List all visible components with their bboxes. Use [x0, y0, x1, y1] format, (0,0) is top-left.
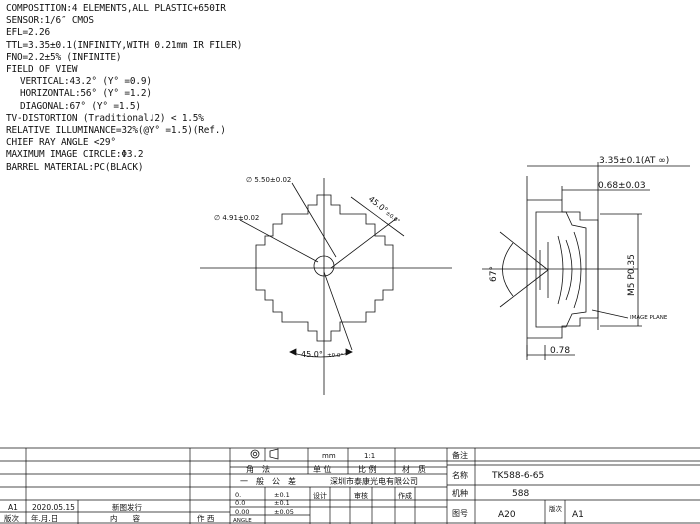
spec-illuminance: RELATIVE ILLUMINANCE=32%(@Y° =1.5)(Ref.) — [6, 125, 226, 137]
spec-fov-horizontal: HORIZONTAL:56° (Y° =1.2) — [20, 88, 152, 100]
drawing-no-label: 图号 — [452, 509, 468, 518]
spec-sensor: SENSOR:1/6″ CMOS — [6, 15, 94, 27]
rev-header-content: 内 容 — [110, 513, 140, 523]
angle-top-group: 45.0° ±0.0° — [367, 194, 401, 225]
lens-surface-1 — [573, 231, 582, 309]
spec-fov-heading: FIELD OF VIEW — [6, 64, 78, 76]
angle-arc-top-line — [350, 196, 405, 237]
header-material: 材 质 — [402, 464, 426, 474]
side-view — [482, 162, 690, 360]
spec-fov-diagonal: DIAGONAL:67° (Y° =1.5) — [20, 100, 141, 112]
spec-barrel-material: BARREL MATERIAL:PC(BLACK) — [6, 161, 144, 173]
drawing-no-value: A20 — [498, 510, 516, 520]
review-label: 审核 — [354, 491, 368, 500]
spec-fno: FNO=2.2±5% (INFINITE) — [6, 51, 122, 63]
arrow-bottom-right — [345, 348, 353, 356]
rev-date: 2020.05.15 — [32, 503, 75, 512]
spec-fov-vertical: VERTICAL:43.2° (Y° =0.9) — [20, 76, 152, 88]
company-name: 深圳市泰康光电有限公司 — [330, 476, 418, 486]
tol-val-3: ±0.05 — [274, 508, 294, 516]
rev-header-date: 年.月.日 — [31, 513, 58, 523]
lens-stack — [535, 211, 587, 328]
leader-outer-diameter — [291, 182, 337, 258]
header-angle: 角 法 — [246, 464, 270, 474]
spec-efl: EFL=2.26 — [6, 27, 50, 39]
angle-ext-bottom — [323, 271, 353, 351]
angle-ext-top — [330, 217, 398, 269]
unit-mm: mm — [322, 452, 336, 460]
tol-key-1: 0. — [235, 491, 241, 499]
inner-diameter-label: ∅ 4.91±0.02 — [214, 214, 259, 222]
ttl-dim-label: 3.35±0.1(AT ∞) — [599, 156, 669, 166]
name-value: TK588-6-65 — [491, 471, 544, 481]
spec-ttl: TTL=3.35±0.1(INFINITY,WITH 0.21mm IR FIL… — [6, 39, 243, 51]
rev-content: 新图发行 — [112, 502, 142, 512]
header-unit: 单 位 — [313, 464, 332, 474]
thread-dim-label: M5 P0.35 — [627, 254, 637, 296]
version-value: A1 — [572, 510, 584, 520]
version-label: 版次 — [549, 504, 563, 513]
angle-bottom-tolerance: ±0.0° — [327, 353, 343, 359]
flange-dim-label: 0.68±0.03 — [598, 181, 646, 191]
tolerance-header: 一 般 公 差 — [240, 476, 296, 486]
fov-ray-top — [499, 231, 549, 271]
note-label: 备注 — [452, 450, 468, 460]
bottom-dim-label: 0.78 — [550, 346, 570, 356]
arrow-bottom-left — [289, 348, 297, 356]
name-label: 名称 — [452, 470, 468, 480]
outer-diameter-label: ∅ 5.50±0.02 — [246, 176, 291, 184]
rev-ver: A1 — [8, 503, 18, 512]
model-value: 588 — [512, 489, 529, 499]
fov-arc — [502, 242, 514, 297]
fov-ray-bottom — [499, 269, 549, 308]
tol-val-1: ±0.1 — [274, 491, 290, 499]
image-plane-leader — [591, 309, 629, 319]
spec-distortion: TV-DISTORTION (Traditional♩2) < 1.5% — [6, 112, 204, 124]
spec-list: COMPOSITION:4 ELEMENTS,ALL PLASTIC+650IR… — [6, 3, 242, 174]
lens-surface-2 — [565, 239, 573, 301]
front-view — [200, 178, 452, 395]
header-scale: 比 例 — [358, 464, 377, 474]
title-block-grid — [0, 447, 700, 524]
rev-header-author: 作 西 — [197, 513, 215, 523]
tol-key-2: 0.0 — [235, 499, 245, 507]
rev-header-ver: 版次 — [4, 513, 19, 523]
barrel-outline — [526, 176, 599, 357]
scale-value: 1:1 — [364, 452, 375, 460]
create-label: 作成 — [398, 491, 412, 500]
tol-val-2: ±0.1 — [274, 499, 290, 507]
spec-image-circle: MAXIMUM IMAGE CIRCLE:Φ3.2 — [6, 149, 144, 161]
fov-angle-label: 67° — [489, 266, 499, 282]
spec-cra: CHIEF RAY ANGLE <29° — [6, 137, 116, 149]
image-plane-label: IMAGE PLANE — [630, 315, 668, 321]
tol-key-4: ANGLE — [233, 518, 252, 524]
lens-surface-3 — [557, 235, 564, 305]
spec-composition: COMPOSITION:4 ELEMENTS,ALL PLASTIC+650IR — [6, 3, 226, 14]
tol-key-3: 0.00 — [235, 508, 249, 516]
leader-inner-diameter — [239, 219, 319, 263]
model-label: 机种 — [452, 488, 468, 498]
projection-symbol-icon — [250, 448, 279, 460]
design-label: 设计 — [313, 491, 327, 500]
angle-bottom-label: 45.0° — [301, 350, 323, 359]
